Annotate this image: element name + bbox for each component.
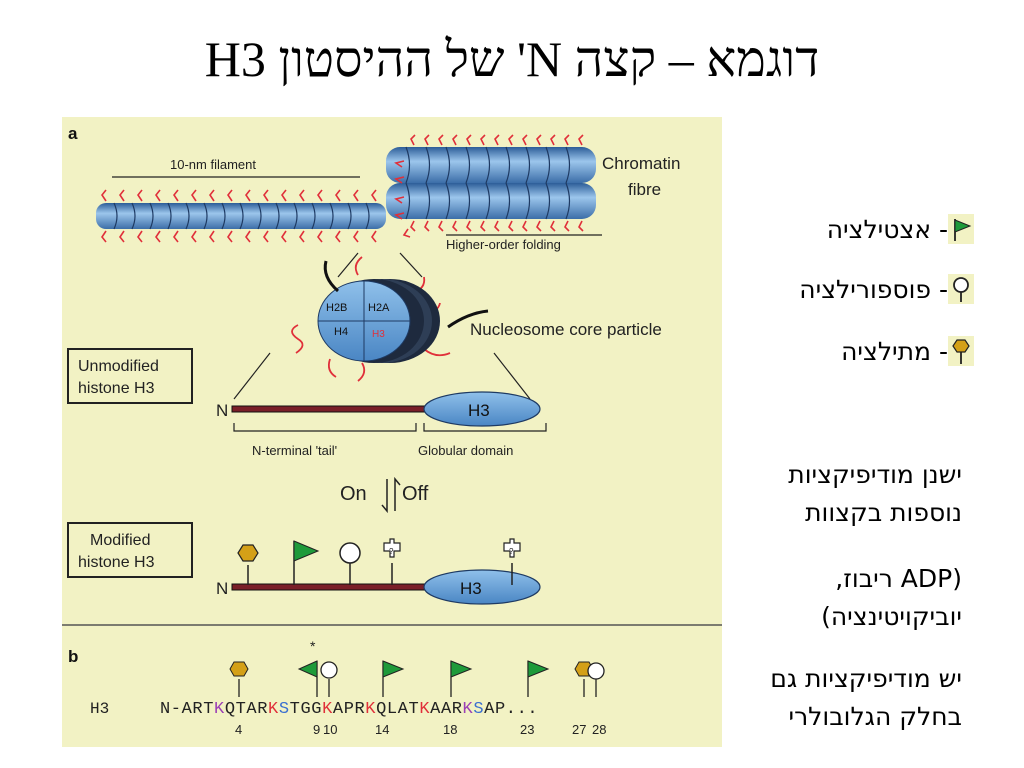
residue-number-9: 9 [313,722,320,737]
sequence-mod-s28-circle-icon [587,662,605,697]
sequence-segment: K [322,700,333,719]
residue-number-23: 23 [520,722,534,737]
chromatin-label-1: Chromatin [602,154,680,173]
panel-b-label: b [68,647,78,666]
green-flag-icon [948,214,974,244]
legend-methylation-label: - מתילציה [841,336,948,366]
sequence-segment: K [365,700,376,719]
h3-tail [231,405,427,413]
zoom-line [233,352,271,400]
unmodified-box [67,348,193,404]
higher-order-label: Higher-order folding [446,237,561,252]
filament-label: 10-nm filament [170,157,256,172]
methylation-hexagon-icon [237,544,259,585]
zoom-line [493,352,531,400]
svg-text:?: ? [509,547,514,556]
histone-figure: a b 10-nm filament [62,117,722,747]
sequence-row-label: H3 [90,700,109,718]
residue-number-4: 4 [235,722,242,737]
acetylation-flag-icon [293,540,320,585]
svg-text:?: ? [389,547,394,556]
panel-a-label: a [68,124,78,143]
residue-number-14: 14 [375,722,389,737]
note-more-modifications: ישנן מודיפיקציות נוספות בקצוות [788,460,962,527]
histone-label-h4: H4 [334,326,348,338]
legend-phosphorylation-label: - פוספורילציה [799,274,948,304]
note-adp-line2: יוביקויטינציה) [821,602,962,631]
chromatin-label-2: fibre [628,180,661,199]
hexagon-pin-icon [948,336,974,366]
sequence-mod-k23-flag-icon [527,660,550,697]
sequence-segment: K [268,700,279,719]
sequence-segment: N-ART [160,700,214,719]
residue-number-10: 10 [323,722,337,737]
sequence-segment: K [419,700,430,719]
h3-sequence: N-ARTKQTARKSTGGKAPRKQLATKAARKSAP... [160,700,538,719]
sequence-segment: QLAT [376,700,419,719]
residue-number-28: 28 [592,722,606,737]
h3-label-modified: H3 [460,579,482,598]
residue-number-27: 27 [572,722,586,737]
unmodified-label-1: Unmodified [78,358,159,375]
histone-label-h2b: H2B [326,302,347,314]
sequence-segment: S [473,700,484,719]
phosphorylation-circle-icon [339,542,361,585]
modified-box [67,522,193,578]
zoom-line [399,252,423,278]
sequence-segment: APR [333,700,365,719]
h3-tail-modified [231,583,427,591]
legend-methylation: - מתילציה [835,334,974,368]
sequence-mod-s10-circle-icon [320,661,338,697]
lollipop-circle-icon [948,274,974,304]
note-adp-ribosylation: (ADP ריבוז, יוביקויטינציה) [722,560,962,636]
unknown-modification-icon: ? [503,538,521,585]
sequence-star: * [310,638,316,654]
on-off-arrows-icon [381,476,401,514]
note-globular-modifications: יש מודיפיקציות גם בחלק הגלובולרי [770,664,962,731]
zoom-line [337,252,359,278]
chromatin-fibre [386,134,596,238]
globular-label: Globular domain [418,443,513,458]
tail-bracket [233,423,417,432]
tail-label: N-terminal 'tail' [252,443,337,458]
slide-title: דוגמא – קצה N' של ההיסטון H3 [204,31,820,87]
nucleosome-core-particle [291,256,489,382]
unknown-modification-icon: ? [383,538,401,585]
h3-globular-domain [423,391,541,427]
h3-label-unmodified: H3 [468,401,490,420]
filament-chain [96,189,386,243]
off-label: Off [402,483,429,505]
sequence-mod-k4-hexagon-icon [229,661,249,697]
legend-acetylation: - אצטילציה [821,212,974,246]
sequence-segment: TGG [290,700,322,719]
unmodified-label-2: histone H3 [78,380,155,397]
sequence-segment: AP... [484,700,538,719]
sequence-mod-k9-flag-icon [297,660,318,697]
histone-label-h2a: H2A [368,302,390,314]
sequence-segment: K [463,700,474,719]
sequence-segment: AAR [430,700,462,719]
n-terminus-label: N [216,401,228,420]
sequence-mod-k18-flag-icon [450,660,473,697]
h3-globular-domain-modified [423,569,541,605]
sequence-segment: QTAR [225,700,268,719]
core-particle-label: Nucleosome core particle [470,320,662,339]
globular-bracket [423,423,547,432]
histone-label-h3: H3 [372,329,385,340]
modified-label-2: histone H3 [78,554,155,571]
sequence-mod-k14-flag-icon [382,660,405,697]
legend-acetylation-label: - אצטילציה [826,214,948,244]
n-terminus-label-modified: N [216,579,228,598]
sequence-segment: S [279,700,290,719]
modified-label-1: Modified [90,532,150,549]
legend-phosphorylation: - פוספורילציה [793,272,974,306]
note-adp-line1: (ADP ריבוז, [835,564,962,593]
residue-number-18: 18 [443,722,457,737]
sequence-segment: K [214,700,225,719]
on-label: On [340,483,367,505]
